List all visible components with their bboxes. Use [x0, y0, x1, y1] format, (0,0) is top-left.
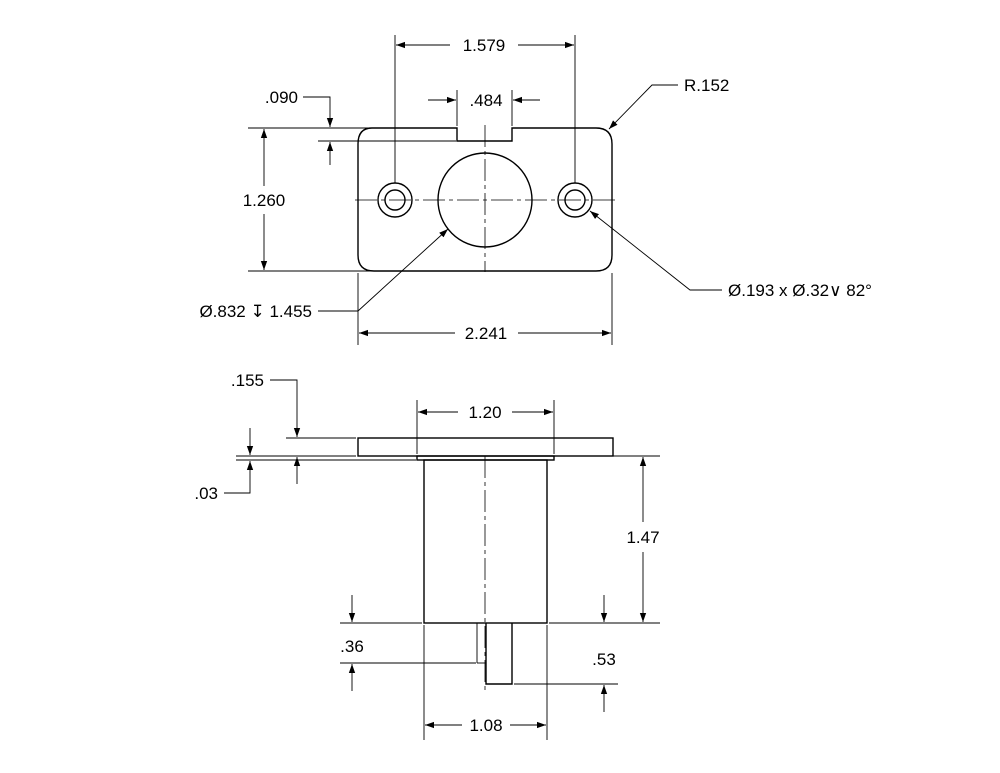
dim-hole-spacing: 1.579: [463, 36, 506, 55]
dim-height-overall: 1.260: [243, 191, 286, 210]
top-view: 1.579 .484 .090 1.260 R.152 Ø.832 ↧ 1.45…: [199, 35, 872, 345]
dim-slot-width: .484: [469, 91, 502, 110]
top-view-outline: [357, 127, 613, 272]
dim-flange-thickness: .155: [231, 371, 264, 390]
dim-recess-depth: .03: [194, 484, 218, 503]
dim-pin-offset: .36: [340, 637, 364, 656]
dim-body-length: 1.47: [626, 528, 659, 547]
dim-pin-length: .53: [592, 650, 616, 669]
bore-leader: [318, 228, 449, 312]
bore-circle: [437, 152, 533, 248]
flange: [357, 437, 614, 457]
csk-leader: [589, 210, 722, 291]
body: [423, 459, 548, 624]
dim-corner-radius: R.152: [684, 76, 729, 95]
dim-090-leader: [303, 96, 334, 127]
side-view: .155 .03 1.20 1.47 .36 .53 1.0: [194, 371, 660, 740]
bore-callout: Ø.832 ↧ 1.455: [199, 302, 312, 321]
dim-155-leader: [270, 379, 301, 437]
dim-body-diameter: 1.08: [469, 716, 502, 735]
pin: [485, 623, 513, 685]
right-csk-hole-inner: [564, 189, 586, 211]
left-csk-hole-inner: [384, 189, 406, 211]
csk-hole-callout: Ø.193 x Ø.32∨ 82°: [728, 281, 872, 300]
dim-body-width: 1.20: [468, 403, 501, 422]
dim-width-overall: 2.241: [465, 324, 508, 343]
dim-03-leader: [224, 461, 254, 494]
radius-leader: [608, 84, 678, 130]
dim-slot-depth: .090: [265, 88, 298, 107]
